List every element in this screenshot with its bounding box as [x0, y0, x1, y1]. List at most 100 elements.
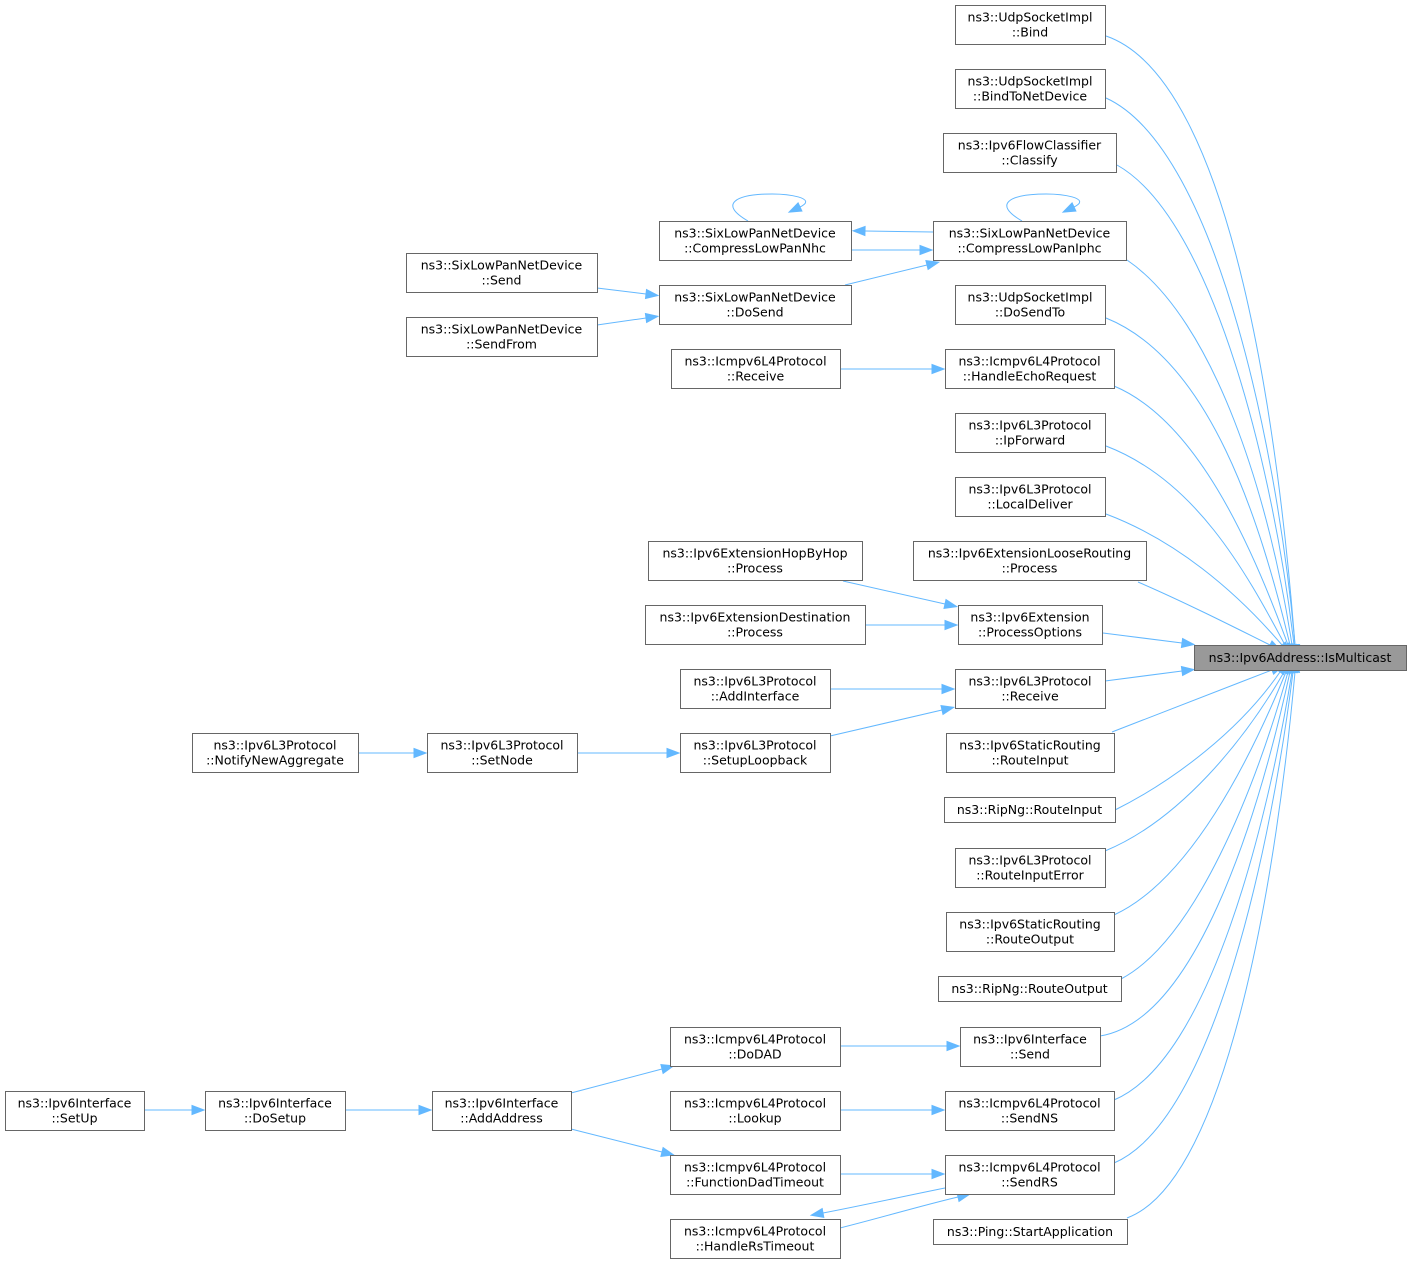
node-static-routein[interactable]: ns3::Ipv6StaticRouting::RouteInput: [946, 733, 1115, 773]
edge-line: [822, 1187, 946, 1214]
arrowhead: [931, 1104, 946, 1116]
node-label-line: ns3::Ping::StartApplication: [947, 1224, 1113, 1239]
node-udp-dosendto[interactable]: ns3::UdpSocketImpl::DoSendTo: [955, 285, 1106, 325]
node-udp-bind[interactable]: ns3::UdpSocketImpl::Bind: [955, 5, 1106, 45]
node-sixlow-sendfrom[interactable]: ns3::SixLowPanNetDevice::SendFrom: [406, 317, 598, 357]
node-ext-dest[interactable]: ns3::Ipv6ExtensionDestination::Process: [645, 605, 866, 645]
node-compress-nhc[interactable]: ns3::SixLowPanNetDevice::CompressLowPanN…: [659, 221, 852, 261]
node-box: [432, 1091, 572, 1131]
node-box: [406, 253, 598, 293]
node-label-line: ns3::Ipv6Interface: [445, 1096, 559, 1111]
edge-compress_iphc-to-compress_iphc: [1006, 193, 1081, 222]
node-label-line: ::RouteInput: [991, 753, 1068, 768]
arrowhead: [191, 1104, 206, 1116]
node-ext-loose[interactable]: ns3::Ipv6ExtensionLooseRouting::Process: [913, 541, 1147, 581]
node-if-addaddr[interactable]: ns3::Ipv6Interface::AddAddress: [432, 1091, 572, 1131]
edge-compress_nhc-to-compress_nhc: [732, 193, 807, 222]
node-icmp-sendrs[interactable]: ns3::Icmpv6L4Protocol::SendRS: [945, 1155, 1115, 1195]
node-icmp-funcdad[interactable]: ns3::Icmpv6L4Protocol::FunctionDadTimeou…: [670, 1155, 841, 1195]
arrowhead: [413, 747, 428, 759]
node-l3-receive[interactable]: ns3::Ipv6L3Protocol::Receive: [955, 669, 1106, 709]
node-if-setup[interactable]: ns3::Ipv6Interface::SetUp: [5, 1091, 145, 1131]
arrowhead: [1061, 202, 1077, 213]
node-label-line: ::Send: [1010, 1047, 1050, 1062]
arrowhead: [787, 202, 803, 213]
node-label-line: ::Send: [482, 273, 522, 288]
node-ping-start[interactable]: ns3::Ping::StartApplication: [933, 1219, 1128, 1245]
edge-line: [1006, 193, 1081, 222]
edge-line: [842, 580, 946, 605]
node-l3-setuplo[interactable]: ns3::Ipv6L3Protocol::SetupLoopback: [680, 733, 831, 773]
edge-line: [1114, 671, 1281, 811]
node-box: [427, 733, 578, 773]
node-box: [670, 1027, 841, 1067]
node-l3-notify[interactable]: ns3::Ipv6L3Protocol::NotifyNewAggregate: [192, 733, 359, 773]
node-box: [913, 541, 1147, 581]
node-sixlow-dosend[interactable]: ns3::SixLowPanNetDevice::DoSend: [659, 285, 852, 325]
node-label-line: ns3::Ipv6StaticRouting: [959, 917, 1100, 932]
node-flow-classify[interactable]: ns3::Ipv6FlowClassifier::Classify: [943, 133, 1117, 173]
node-label-line: ::DoSetup: [244, 1111, 306, 1126]
node-l3-localdeliver[interactable]: ns3::Ipv6L3Protocol::LocalDeliver: [955, 477, 1106, 517]
arrowhead: [940, 705, 956, 716]
edge-icmp_lookup-to-icmp_sendns: [840, 1104, 946, 1116]
node-ripng-routeout[interactable]: ns3::RipNg::RouteOutput: [938, 976, 1122, 1002]
arrowhead: [931, 363, 946, 375]
edge-flow_classify-to-target: [1116, 164, 1300, 659]
node-box: [946, 912, 1115, 952]
node-label-line: ns3::Ipv6Extension: [970, 610, 1089, 625]
arrowhead: [941, 683, 956, 695]
node-label-line: ::Process: [727, 561, 783, 576]
edge-l3_notify-to-l3_setnode: [358, 747, 428, 759]
node-l3-addif[interactable]: ns3::Ipv6L3Protocol::AddInterface: [680, 669, 831, 709]
node-icmp-receive[interactable]: ns3::Icmpv6L4Protocol::Receive: [671, 349, 841, 389]
node-icmp-dodad[interactable]: ns3::Icmpv6L4Protocol::DoDAD: [670, 1027, 841, 1067]
edge-icmp_echo-to-target: [1113, 385, 1293, 658]
node-ext-procopts[interactable]: ns3::Ipv6Extension::ProcessOptions: [958, 605, 1103, 645]
edge-icmp_sendrs-to-target: [1113, 658, 1299, 1164]
node-compress-iphc[interactable]: ns3::SixLowPanNetDevice::CompressLowPanI…: [933, 221, 1127, 261]
node-label-line: ns3::SixLowPanNetDevice: [674, 226, 836, 241]
arrowhead: [418, 1104, 433, 1116]
edge-if_send-to-target: [1099, 658, 1295, 1037]
node-label-line: ns3::Icmpv6L4Protocol: [958, 1096, 1100, 1111]
node-l3-routeinerr[interactable]: ns3::Ipv6L3Protocol::RouteInputError: [955, 848, 1106, 888]
node-l3-ipforward[interactable]: ns3::Ipv6L3Protocol::IpForward: [955, 413, 1106, 453]
edge-line: [1137, 581, 1271, 646]
node-ripng-routein[interactable]: ns3::RipNg::RouteInput: [944, 797, 1116, 823]
node-label-line: ::SendFrom: [466, 337, 537, 352]
node-target[interactable]: ns3::Ipv6Address::IsMulticast: [1194, 645, 1407, 671]
edge-line: [844, 264, 928, 286]
edge-line: [1105, 97, 1296, 646]
node-box: [205, 1091, 346, 1131]
edge-sixlow_dosend-to-compress_iphc: [844, 260, 941, 286]
node-if-send[interactable]: ns3::Ipv6Interface::Send: [960, 1027, 1101, 1067]
edge-if_setup-to-if_dosetup: [144, 1104, 206, 1116]
node-box: [933, 221, 1127, 261]
node-ext-hop[interactable]: ns3::Ipv6ExtensionHopByHop::Process: [648, 541, 863, 581]
node-box: [659, 221, 852, 261]
node-sixlow-send[interactable]: ns3::SixLowPanNetDevice::Send: [406, 253, 598, 293]
node-label-line: ::Process: [727, 625, 783, 640]
node-icmp-sendns[interactable]: ns3::Icmpv6L4Protocol::SendNS: [945, 1091, 1115, 1131]
node-icmp-rstimeout[interactable]: ns3::Icmpv6L4Protocol::HandleRsTimeout: [670, 1219, 841, 1259]
node-udp-bindtonet[interactable]: ns3::UdpSocketImpl::BindToNetDevice: [955, 69, 1106, 109]
node-label-line: ns3::Ipv6ExtensionHopByHop: [662, 546, 847, 561]
arrowhead: [666, 747, 681, 759]
node-label-line: ns3::Ipv6Interface: [973, 1032, 1087, 1047]
node-label-line: ::Receive: [727, 369, 785, 384]
node-label-line: ns3::Ipv6FlowClassifier: [958, 138, 1102, 153]
node-label-line: ns3::Icmpv6L4Protocol: [684, 1096, 826, 1111]
node-icmp-echo[interactable]: ns3::Icmpv6L4Protocol::HandleEchoRequest: [945, 349, 1115, 389]
node-static-routeout[interactable]: ns3::Ipv6StaticRouting::RouteOutput: [946, 912, 1115, 952]
arrowhead: [946, 1040, 961, 1052]
node-l3-setnode[interactable]: ns3::Ipv6L3Protocol::SetNode: [427, 733, 578, 773]
node-label-line: ns3::Ipv6L3Protocol: [968, 418, 1091, 433]
node-icmp-lookup[interactable]: ns3::Icmpv6L4Protocol::Lookup: [670, 1091, 841, 1131]
node-box: [5, 1091, 145, 1131]
node-if-dosetup[interactable]: ns3::Ipv6Interface::DoSetup: [205, 1091, 346, 1131]
edge-if_dosetup-to-if_addaddr: [345, 1104, 433, 1116]
edge-l3_routeinerr-to-target: [1104, 660, 1291, 852]
node-label-line: ::Lookup: [728, 1111, 781, 1126]
